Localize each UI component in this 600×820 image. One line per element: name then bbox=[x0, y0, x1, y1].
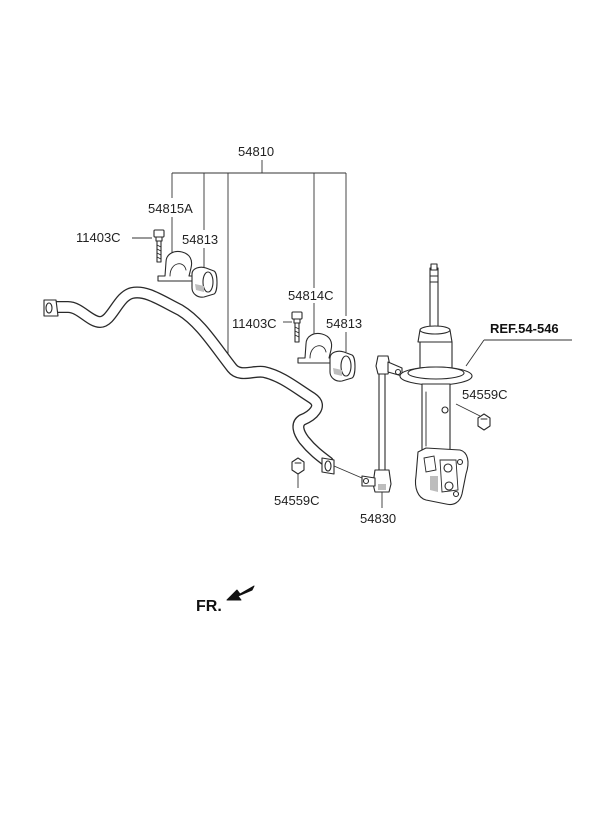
callout-54830: 54830 bbox=[360, 511, 396, 526]
callout-11403c-right: 11403C bbox=[232, 316, 277, 331]
nut-54559c-lower-icon bbox=[291, 457, 305, 475]
callout-54813-left: 54813 bbox=[182, 232, 218, 247]
strut-assembly-icon bbox=[399, 263, 473, 506]
callout-54810: 54810 bbox=[238, 144, 274, 159]
callout-ref-54-546: REF.54-546 bbox=[490, 321, 559, 336]
bushing-54813-left-icon bbox=[191, 266, 218, 298]
assembly-bracket-54810 bbox=[171, 160, 347, 362]
stabilizer-link-54830-icon bbox=[361, 355, 403, 493]
stabilizer-bar-icon bbox=[43, 286, 335, 475]
callout-54559c-lower: 54559C bbox=[274, 493, 320, 508]
bushing-54813-right-icon bbox=[329, 350, 356, 382]
nut-54559c-upper-icon bbox=[477, 413, 491, 431]
bolt-11403c-right-icon bbox=[291, 311, 303, 343]
bolt-11403c-left-icon bbox=[153, 229, 165, 263]
front-direction-label: FR. bbox=[196, 598, 222, 615]
callout-54813-right: 54813 bbox=[326, 316, 362, 331]
bracket-54814c-icon bbox=[297, 332, 337, 364]
callout-11403c-left: 11403C bbox=[76, 230, 121, 245]
callout-54815a: 54815A bbox=[148, 201, 193, 216]
front-direction-arrow-icon bbox=[226, 585, 255, 601]
bracket-54815a-icon bbox=[157, 250, 197, 282]
callout-54559c-upper: 54559C bbox=[462, 387, 508, 402]
callout-54814c: 54814C bbox=[288, 288, 334, 303]
